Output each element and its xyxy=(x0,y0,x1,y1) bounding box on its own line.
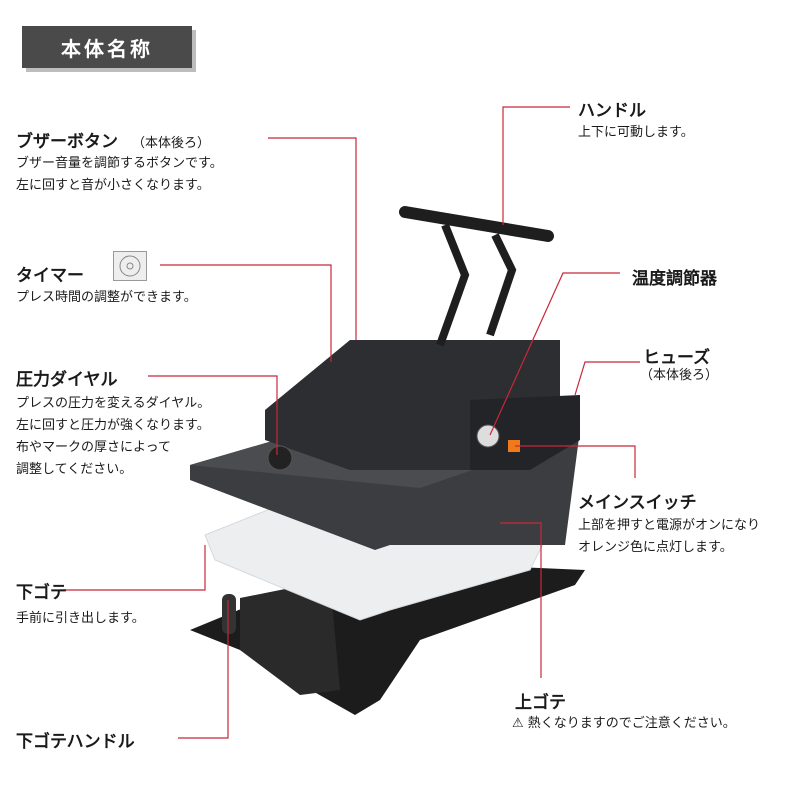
lower-plate-desc: 手前に引き出します。 xyxy=(16,611,145,626)
leader-handle xyxy=(502,106,570,225)
timer-desc: プレス時間の調整ができます。 xyxy=(16,290,197,305)
lower-plate-tray xyxy=(240,580,340,695)
upper-plate-label: 上ゴテ xyxy=(515,693,566,713)
buzzer-name: ブザーボタン xyxy=(16,132,118,152)
press-handle-arm xyxy=(486,233,517,337)
pressure-desc: プレスの圧力を変えるダイヤル。左に回すと圧力が強くなります。布やマークの厚さによ… xyxy=(16,393,210,481)
leader-upper-plate xyxy=(500,522,542,678)
leader-fuse xyxy=(574,361,640,396)
desc-line: 上部を押すと電源がオンになり xyxy=(578,518,761,533)
pressure-label: 圧力ダイヤル xyxy=(16,370,118,390)
leader-lower-plate xyxy=(60,545,206,591)
fuse-label: ヒューズ xyxy=(643,348,711,368)
press-handle xyxy=(436,223,470,347)
leader-lower-handle xyxy=(178,600,229,739)
temperature-dial xyxy=(476,424,500,448)
lower-handle-bar xyxy=(222,594,236,634)
leader-pressure xyxy=(148,375,278,455)
page-title: 本体名称 xyxy=(22,26,192,68)
timer-label: タイマー xyxy=(16,266,84,286)
desc-line: 左に回すと圧力が強くなります。 xyxy=(16,418,210,433)
fuse-note: （本体後ろ） xyxy=(640,368,719,383)
buzzer-note: （本体後ろ） xyxy=(132,136,211,151)
leader-buzzer xyxy=(268,137,357,340)
buzzer-desc: ブザー音量を調節するボタンです。左に回すと音が小さくなります。 xyxy=(16,153,223,197)
leader-timer xyxy=(160,264,332,362)
desc-line: プレスの圧力を変えるダイヤル。 xyxy=(16,396,211,411)
handle-grip xyxy=(399,206,554,242)
lower-plate-label: 下ゴテ xyxy=(16,583,67,603)
desc-line: 左に回すと音が小さくなります。 xyxy=(16,178,210,193)
upper-plate-warning: ⚠ 熱くなりますのでご注意ください。 xyxy=(512,713,736,735)
pressure-dial xyxy=(267,445,293,471)
desc-line: 調整してください。 xyxy=(16,462,133,477)
desc-line: オレンジ色に点灯します。 xyxy=(578,540,733,555)
warning-text: 熱くなりますのでご注意ください。 xyxy=(527,716,736,731)
leader-temp xyxy=(489,272,620,436)
warning-icon: ⚠ xyxy=(512,716,528,731)
temp-label: 温度調節器 xyxy=(632,269,717,289)
handle-desc: 上下に可動します。 xyxy=(578,125,694,140)
main-switch-label: メインスイッチ xyxy=(578,493,697,513)
control-box xyxy=(470,395,580,470)
lower-handle-label: 下ゴテハンドル xyxy=(16,732,135,752)
desc-line: 布やマークの厚さによって xyxy=(16,440,171,455)
handle-label: ハンドル xyxy=(578,101,646,121)
leader-main-switch xyxy=(515,445,636,478)
desc-line: ブザー音量を調節するボタンです。 xyxy=(16,156,223,171)
main-switch-desc: 上部を押すと電源がオンになりオレンジ色に点灯します。 xyxy=(578,515,760,559)
timer-dial-icon xyxy=(113,251,147,281)
main-switch xyxy=(508,440,520,452)
buzzer-label: ブザーボタン （本体後ろ） xyxy=(16,127,210,152)
leader-lines xyxy=(60,106,640,739)
